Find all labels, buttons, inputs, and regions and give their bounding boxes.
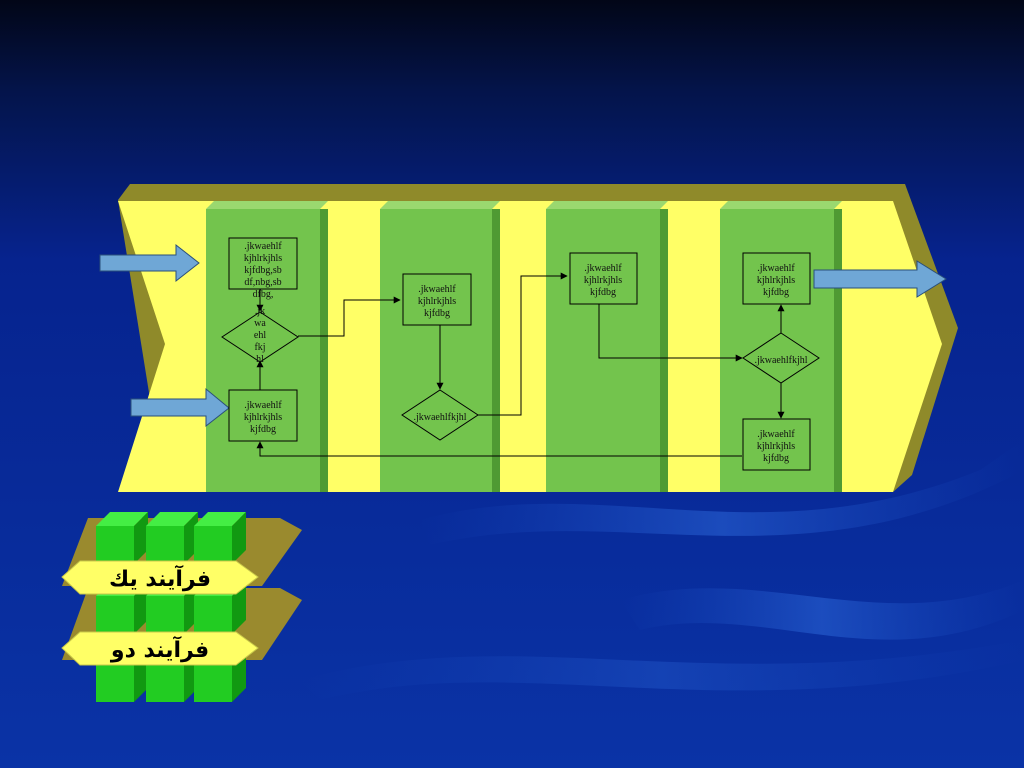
decision-3-text: .jkwaehlfkjhl (754, 355, 807, 366)
text-line: .jk (255, 306, 265, 317)
text-line: .jkwaehlf (244, 241, 282, 252)
text-line: kjfdbg (250, 424, 276, 435)
input-arrow-bottom (130, 387, 230, 428)
text-line: kjhlrkjhls (757, 441, 795, 452)
cube (146, 512, 198, 564)
connector-b6-b2 (256, 441, 742, 457)
connector-b4-d3 (598, 304, 743, 362)
text-line: fkj (254, 342, 265, 353)
process-legend-graphic: فرآیند یك فرآیند دو (61, 512, 302, 702)
decision-2-text: .jkwaehlfkjhl (413, 412, 466, 423)
banner-process-one: فرآیند یك (61, 560, 259, 595)
connector-d1-b3 (298, 296, 401, 337)
text-line: .jkwaehlfkjhl (413, 412, 466, 423)
input-output-arrows (99, 243, 947, 428)
background-swooshes (300, 440, 1024, 700)
connector-d2-b4 (478, 272, 568, 416)
text-line: ehl (254, 330, 266, 341)
lane-3 (546, 201, 668, 492)
text-line: kjhlrkjhls (418, 296, 456, 307)
text-line: .jkwaehlf (244, 400, 282, 411)
text-line: hl (256, 354, 264, 365)
text-line: kjfdbg (424, 308, 450, 319)
text-line: .jkwaehlfkjhl (754, 355, 807, 366)
text-line: .jkwaehlf (757, 429, 795, 440)
text-line: .jkwaehlf (584, 263, 622, 274)
text-line: dfbg, (253, 289, 274, 300)
decision-2: .jkwaehlfkjhl (401, 389, 479, 441)
process-two-label: فرآیند دو (110, 635, 209, 663)
output-arrow (813, 260, 947, 298)
cube (194, 512, 246, 564)
text-line: .jkwaehlf (418, 284, 456, 295)
decision-3: .jkwaehlfkjhl (742, 332, 820, 384)
cube-grid (96, 512, 246, 702)
text-line: kjhlrkjhls (244, 412, 282, 423)
input-arrow-top (99, 243, 200, 283)
text-line: df,nbg,sb (244, 277, 281, 288)
process-one-label: فرآیند یك (109, 564, 211, 592)
cube (96, 512, 148, 564)
banner-process-two: فرآیند دو (61, 631, 259, 666)
text-line: kjfdbg (590, 287, 616, 298)
text-line: kjfdbg (763, 287, 789, 298)
text-line: wa (254, 318, 266, 329)
text-line: kjfdbg,sb (244, 265, 282, 276)
text-line: kjhlrkjhls (244, 253, 282, 264)
text-line: kjfdbg (763, 453, 789, 464)
text-line: kjhlrkjhls (584, 275, 622, 286)
connectors (256, 272, 785, 457)
text-line: kjhlrkjhls (757, 275, 795, 286)
lane-2 (380, 201, 500, 492)
text-line: .jkwaehlf (757, 263, 795, 274)
